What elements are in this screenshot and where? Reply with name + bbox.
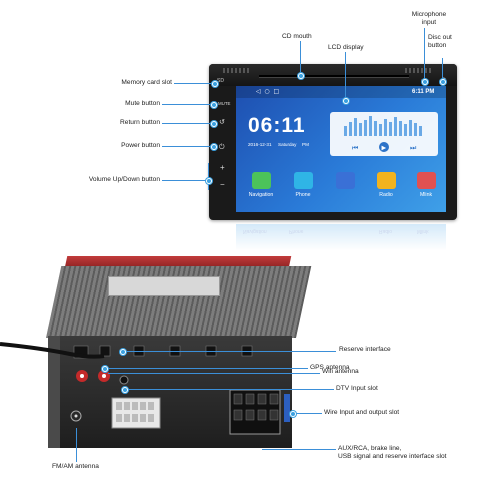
app-label-navigation: Navigation — [248, 192, 274, 198]
dot-microphone — [422, 79, 428, 85]
leader-cd-mouth — [300, 41, 301, 74]
prev-track-icon: ⏮ — [352, 144, 358, 152]
leader-wire — [292, 413, 322, 414]
chassis-sticker — [108, 276, 220, 296]
leader-volume — [162, 180, 208, 181]
label-volume-button: Volume Up/Down button — [88, 176, 160, 183]
phone-app-icon[interactable] — [294, 172, 313, 189]
music-widget[interactable]: ⏮ ▶ ⏭ — [330, 112, 438, 156]
leader-gps — [104, 368, 308, 369]
return-button-icon[interactable]: ↺ — [219, 118, 225, 126]
app-label-mlink: Mlink — [419, 192, 433, 198]
mlink-app-icon[interactable] — [417, 172, 436, 189]
vent-grille-right — [405, 68, 431, 73]
clock-day: Saturday — [278, 142, 297, 147]
reflection-label-mlink: Mlink — [417, 228, 429, 234]
leader-aux — [262, 449, 336, 450]
volume-up-button[interactable]: + — [220, 163, 225, 172]
leader-volume-bracket — [208, 163, 209, 190]
dot-mute — [211, 102, 217, 108]
label-disc-out-button: Disc out button — [428, 34, 452, 49]
unit-reflection: Navigation Phone Radio Mlink — [209, 224, 457, 250]
leader-mute — [162, 104, 212, 105]
chassis-back-panel — [60, 336, 292, 448]
dot-lcd — [343, 98, 349, 104]
volume-down-button[interactable]: − — [220, 180, 225, 189]
gps-cable — [0, 342, 105, 359]
dot-gps — [102, 366, 108, 372]
cd-slot-panel: SD MIC ⏏ — [209, 64, 457, 86]
dot-reserve — [120, 349, 126, 355]
leader-wifi — [108, 373, 320, 374]
vent-grille — [223, 68, 249, 73]
dot-cd-mouth — [298, 73, 304, 79]
mute-button[interactable]: MUTE — [218, 101, 231, 106]
next-track-icon: ⏭ — [410, 144, 417, 152]
dot-wire — [290, 411, 296, 417]
label-reserve-interface: Reserve interface — [339, 346, 391, 353]
status-bar: ◁ ○ □ 6:11 PM — [236, 86, 446, 98]
clock-date: 2016-12-31 — [248, 142, 272, 147]
cd-mouth-slot — [259, 75, 409, 78]
label-gps-antenna: GPS antenna — [310, 364, 350, 371]
dot-dtv — [122, 387, 128, 393]
navigation-app-icon[interactable] — [252, 172, 271, 189]
leader-disc-out — [442, 58, 443, 80]
clock-ampm: PM — [302, 142, 309, 147]
label-power-button: Power button — [121, 142, 160, 149]
leader-memory-card — [174, 83, 214, 84]
leader-fm-am — [76, 428, 77, 462]
leader-microphone — [424, 28, 425, 80]
leader-return — [162, 123, 212, 124]
lcd-screen[interactable]: ◁ ○ □ 6:11 PM 06:11 2016-12-31 Saturday … — [236, 86, 446, 212]
label-aux-slot: AUX/RCA, brake line, USB signal and rese… — [338, 445, 447, 460]
sd-marker: SD — [217, 78, 224, 84]
dot-memory-card — [212, 81, 218, 87]
app-label-radio: Radio — [379, 192, 393, 198]
label-fm-am-antenna: FM/AM antenna — [52, 463, 99, 470]
leader-lcd — [345, 52, 346, 99]
leader-dtv — [124, 389, 334, 390]
app-label-phone: Phone — [295, 192, 311, 198]
label-wifi-antenna: Wifi antenna — [322, 368, 359, 375]
apps-grid-icon[interactable] — [336, 172, 355, 189]
status-clock: 6:11 PM — [412, 88, 435, 95]
label-return-button: Return button — [120, 119, 160, 126]
reflection-label-navigation: Navigation — [243, 228, 267, 234]
label-dtv-input-slot: DTV Input slot — [336, 385, 378, 392]
reflection-label-phone: Phone — [289, 228, 304, 234]
label-microphone-input: Microphone input — [411, 11, 447, 26]
leader-reserve — [122, 351, 336, 352]
chassis-side — [48, 336, 62, 448]
play-icon: ▶ — [382, 145, 387, 152]
dot-power — [211, 144, 217, 150]
clock-time: 06:11 — [248, 114, 306, 137]
radio-app-icon[interactable] — [377, 172, 396, 189]
dot-volume — [206, 178, 212, 184]
dot-return — [211, 121, 217, 127]
label-wire-slot: Wire Input and output slot — [324, 409, 400, 416]
label-cd-mouth: CD mouth — [282, 33, 312, 40]
dot-disc-out — [440, 79, 446, 85]
label-mute-button: Mute button — [125, 100, 160, 107]
equalizer-graphic: ⏮ ▶ ⏭ — [344, 116, 422, 152]
label-memory-card-slot: Memory card slot — [121, 79, 172, 86]
label-lcd-display: LCD display — [328, 44, 364, 51]
leader-power — [162, 146, 212, 147]
reflection-label-radio: Radio — [379, 228, 393, 234]
home-nav-icons[interactable]: ◁ ○ □ — [256, 88, 280, 95]
power-button-icon[interactable]: ⏻ — [219, 143, 225, 151]
